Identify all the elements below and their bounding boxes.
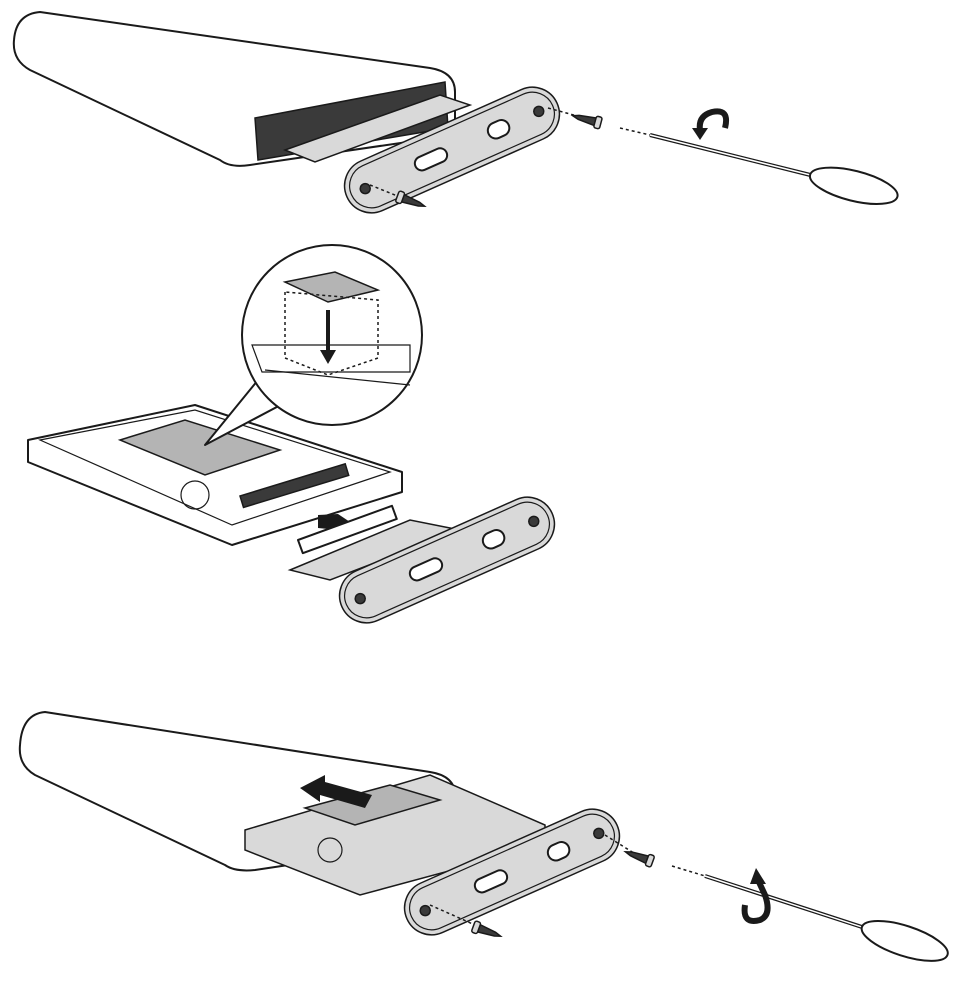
- slide-in-arrow-icon: [300, 775, 372, 808]
- step-3-insert-and-fasten: [18, 711, 955, 972]
- step-2-connect-hard-drive: [27, 244, 565, 633]
- pad-zoomed: [282, 271, 381, 303]
- thermal-pad: [117, 419, 283, 476]
- step-1-remove-end-plate: [12, 11, 904, 223]
- circuit-board: [282, 94, 473, 163]
- rotate-clockwise-arrow-icon: [741, 878, 771, 924]
- screwdriver-icon: [644, 118, 904, 214]
- enclosure: [12, 11, 456, 167]
- screw-icon: [622, 845, 656, 869]
- screw-icon: [470, 919, 504, 943]
- screw-icon: [570, 109, 604, 130]
- screwdriver-icon: [698, 859, 955, 972]
- rotate-counterclockwise-arrow-icon: [696, 108, 730, 131]
